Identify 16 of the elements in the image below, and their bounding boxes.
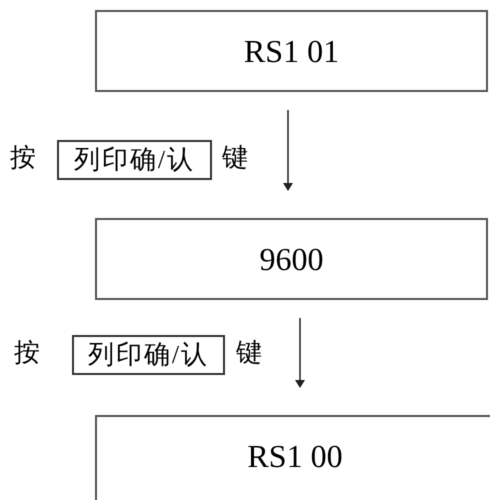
- display-box: [95, 10, 488, 92]
- key-box: [57, 140, 212, 180]
- instruction-text: 键: [236, 340, 262, 366]
- display-text: RS1 00: [247, 440, 343, 472]
- instruction-text: 按: [14, 340, 40, 366]
- instruction-text: 按: [10, 145, 36, 171]
- key-label: 列印确/认: [74, 147, 196, 173]
- display-text: RS1 01: [244, 35, 340, 67]
- key-label: 列印确/认: [88, 342, 210, 368]
- display-text: 9600: [260, 243, 324, 275]
- instruction-text: 键: [222, 145, 248, 171]
- arrow: [295, 318, 305, 388]
- display-box: [95, 415, 490, 500]
- arrow: [283, 110, 293, 191]
- display-box: [95, 218, 488, 300]
- key-box: [72, 335, 225, 375]
